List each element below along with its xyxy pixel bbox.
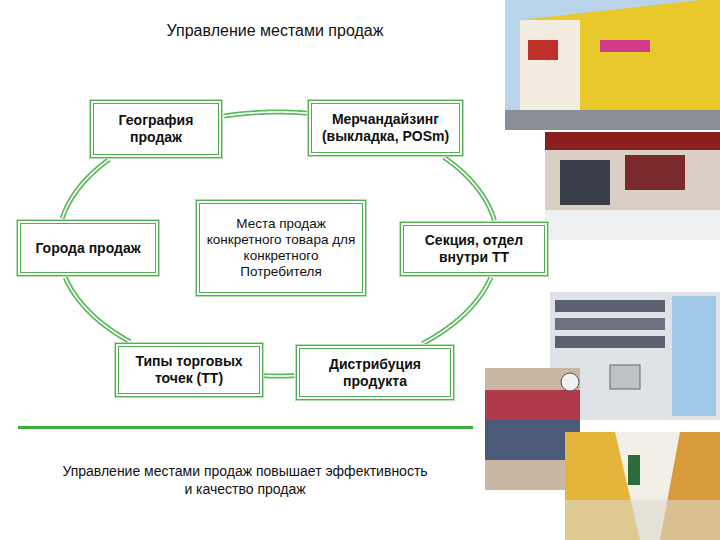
box-label: География продаж [100,112,212,146]
box-text: Типы торговых точек (ТТ) [125,353,253,387]
divider-line [18,426,473,429]
box-label: Города продаж [35,240,140,257]
ring-connector [62,159,109,218]
ring-line-outer [422,277,491,344]
ring-connector [422,277,491,344]
process-box: Мерчандайзинг (выкладка, POSm) [308,100,463,156]
ring-line-inner [65,278,130,342]
supermarket-aisle-photo [565,432,720,540]
process-box: География продаж [90,100,222,158]
store-building-photo [505,0,720,130]
box-text: Города продаж [35,240,140,257]
box-label: Секция, отдел внутри ТТ [410,232,538,266]
box-label: Мерчандайзинг (выкладка, POSm) [318,111,453,145]
box-label: Места продаж конкретного товара для конк… [206,216,356,281]
process-box: Дистрибуция продукта [296,345,454,400]
ring-line-inner [422,277,491,344]
ring-line-inner [224,112,307,116]
ring-line-outer [65,278,130,342]
box-text: Места продаж конкретного товара для конк… [206,216,356,281]
ring-connector [224,112,307,116]
central-box: Места продаж конкретного товара для конк… [196,200,366,296]
ring-line-inner [62,159,109,218]
diagram-caption: Управление местами продаж повышает эффек… [60,462,430,498]
ring-connector [444,157,495,220]
diagram-title: Управление местами продаж [110,22,440,40]
ring-line-inner [264,375,294,377]
ring-connector [65,278,130,342]
box-text: География продаж [100,112,212,146]
ring-line-outer [62,159,109,218]
ring-line-outer [444,157,495,220]
ring-line-outer [224,112,307,116]
process-box: Секция, отдел внутри ТТ [400,222,548,276]
box-label: Типы торговых точек (ТТ) [125,353,253,387]
process-box: Типы торговых точек (ТТ) [115,343,263,397]
process-box: Города продаж [17,220,159,276]
ring-line-inner [444,157,495,220]
box-text: Мерчандайзинг (выкладка, POSm) [318,111,453,145]
storefront-photo [545,132,720,240]
ring-connector [264,375,294,376]
box-label: Дистрибуция продукта [306,356,444,390]
ring-line-outer [264,373,294,378]
box-text: Дистрибуция продукта [306,356,444,390]
box-text: Секция, отдел внутри ТТ [410,232,538,266]
